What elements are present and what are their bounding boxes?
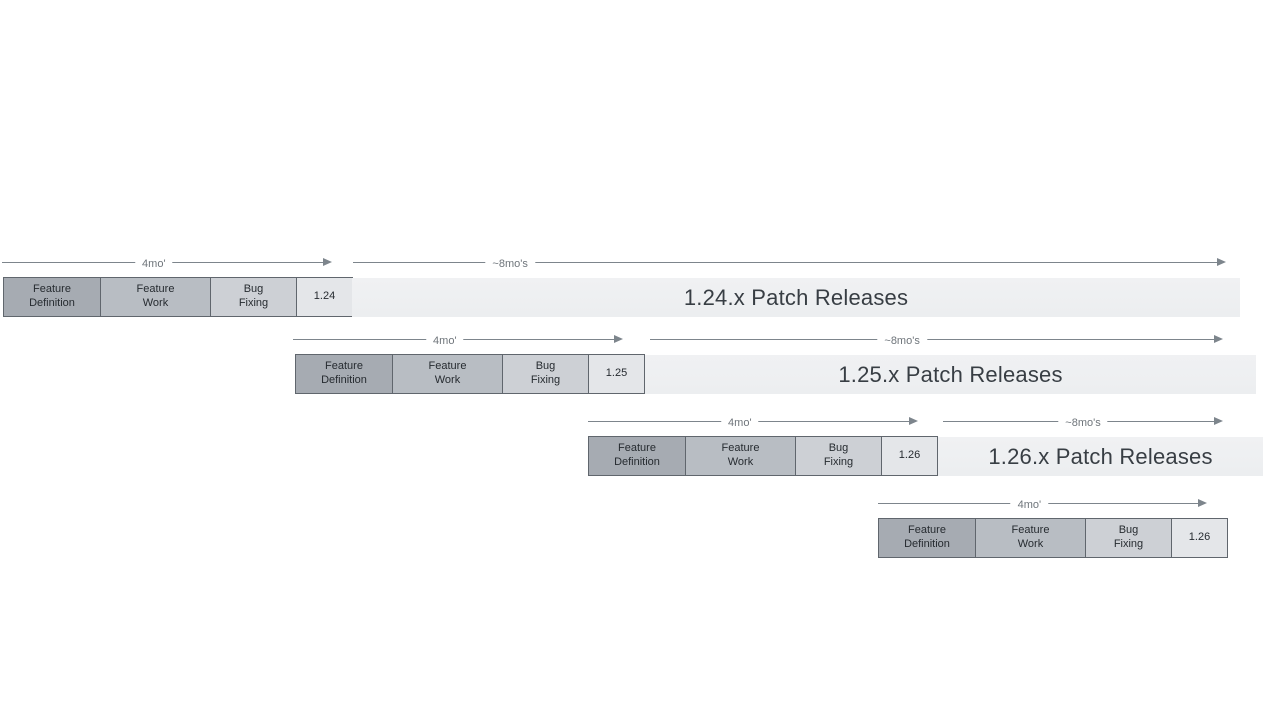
- arrow-label-4mo: 4mo': [135, 258, 173, 271]
- version-box: 1.26: [882, 437, 937, 475]
- phase-bug-fixing: Bug Fixing: [503, 355, 589, 393]
- arrow-label-8mo: ~8mo's: [485, 258, 535, 271]
- arrow-label-8mo: ~8mo's: [1058, 417, 1108, 430]
- phase-feature-work: Feature Work: [686, 437, 796, 475]
- patch-releases-bar-row3: 1.26.x Patch Releases: [938, 437, 1263, 476]
- phase-feature-definition: Feature Definition: [296, 355, 393, 393]
- arrow-label-4mo: 4mo': [426, 335, 464, 348]
- timeline-arrow-8mo-row3: ~8mo's: [943, 413, 1223, 433]
- arrow-head-icon: [1198, 499, 1207, 507]
- phase-bug-fixing: Bug Fixing: [1086, 519, 1172, 557]
- timeline-arrow-8mo-row2: ~8mo's: [650, 331, 1223, 351]
- release-cycle-row3: Feature Definition Feature Work Bug Fixi…: [588, 436, 938, 476]
- version-box: 1.26: [1172, 519, 1227, 557]
- arrow-line: [353, 262, 1220, 263]
- timeline-arrow-8mo-row1: ~8mo's: [353, 254, 1226, 274]
- phase-feature-work: Feature Work: [101, 278, 211, 316]
- phase-feature-definition: Feature Definition: [589, 437, 686, 475]
- phase-bug-fixing: Bug Fixing: [211, 278, 297, 316]
- timeline-arrow-4mo-row3: 4mo': [588, 413, 918, 433]
- arrow-head-icon: [614, 335, 623, 343]
- arrow-label-8mo: ~8mo's: [877, 335, 927, 348]
- phase-feature-definition: Feature Definition: [4, 278, 101, 316]
- release-cycle-row2: Feature Definition Feature Work Bug Fixi…: [295, 354, 645, 394]
- arrow-label-4mo: 4mo': [1010, 499, 1049, 512]
- phase-bug-fixing: Bug Fixing: [796, 437, 882, 475]
- arrow-head-icon: [1214, 335, 1223, 343]
- arrow-head-icon: [1214, 417, 1223, 425]
- arrow-head-icon: [909, 417, 918, 425]
- arrow-head-icon: [323, 258, 332, 266]
- release-cycle-row1: Feature Definition Feature Work Bug Fixi…: [3, 277, 353, 317]
- patch-releases-bar-row2: 1.25.x Patch Releases: [645, 355, 1256, 394]
- arrow-label-4mo: 4mo': [721, 417, 759, 430]
- arrow-line: [650, 339, 1217, 340]
- timeline-arrow-4mo-row1: 4mo': [2, 254, 332, 274]
- patch-releases-bar-row1: 1.24.x Patch Releases: [352, 278, 1240, 317]
- phase-feature-work: Feature Work: [393, 355, 503, 393]
- release-cycle-row4: Feature Definition Feature Work Bug Fixi…: [878, 518, 1228, 558]
- version-box: 1.25: [589, 355, 644, 393]
- phase-feature-work: Feature Work: [976, 519, 1086, 557]
- timeline-arrow-4mo-row4: 4mo': [878, 495, 1207, 515]
- phase-feature-definition: Feature Definition: [879, 519, 976, 557]
- timeline-arrow-4mo-row2: 4mo': [293, 331, 623, 351]
- arrow-head-icon: [1217, 258, 1226, 266]
- version-box: 1.24: [297, 278, 352, 316]
